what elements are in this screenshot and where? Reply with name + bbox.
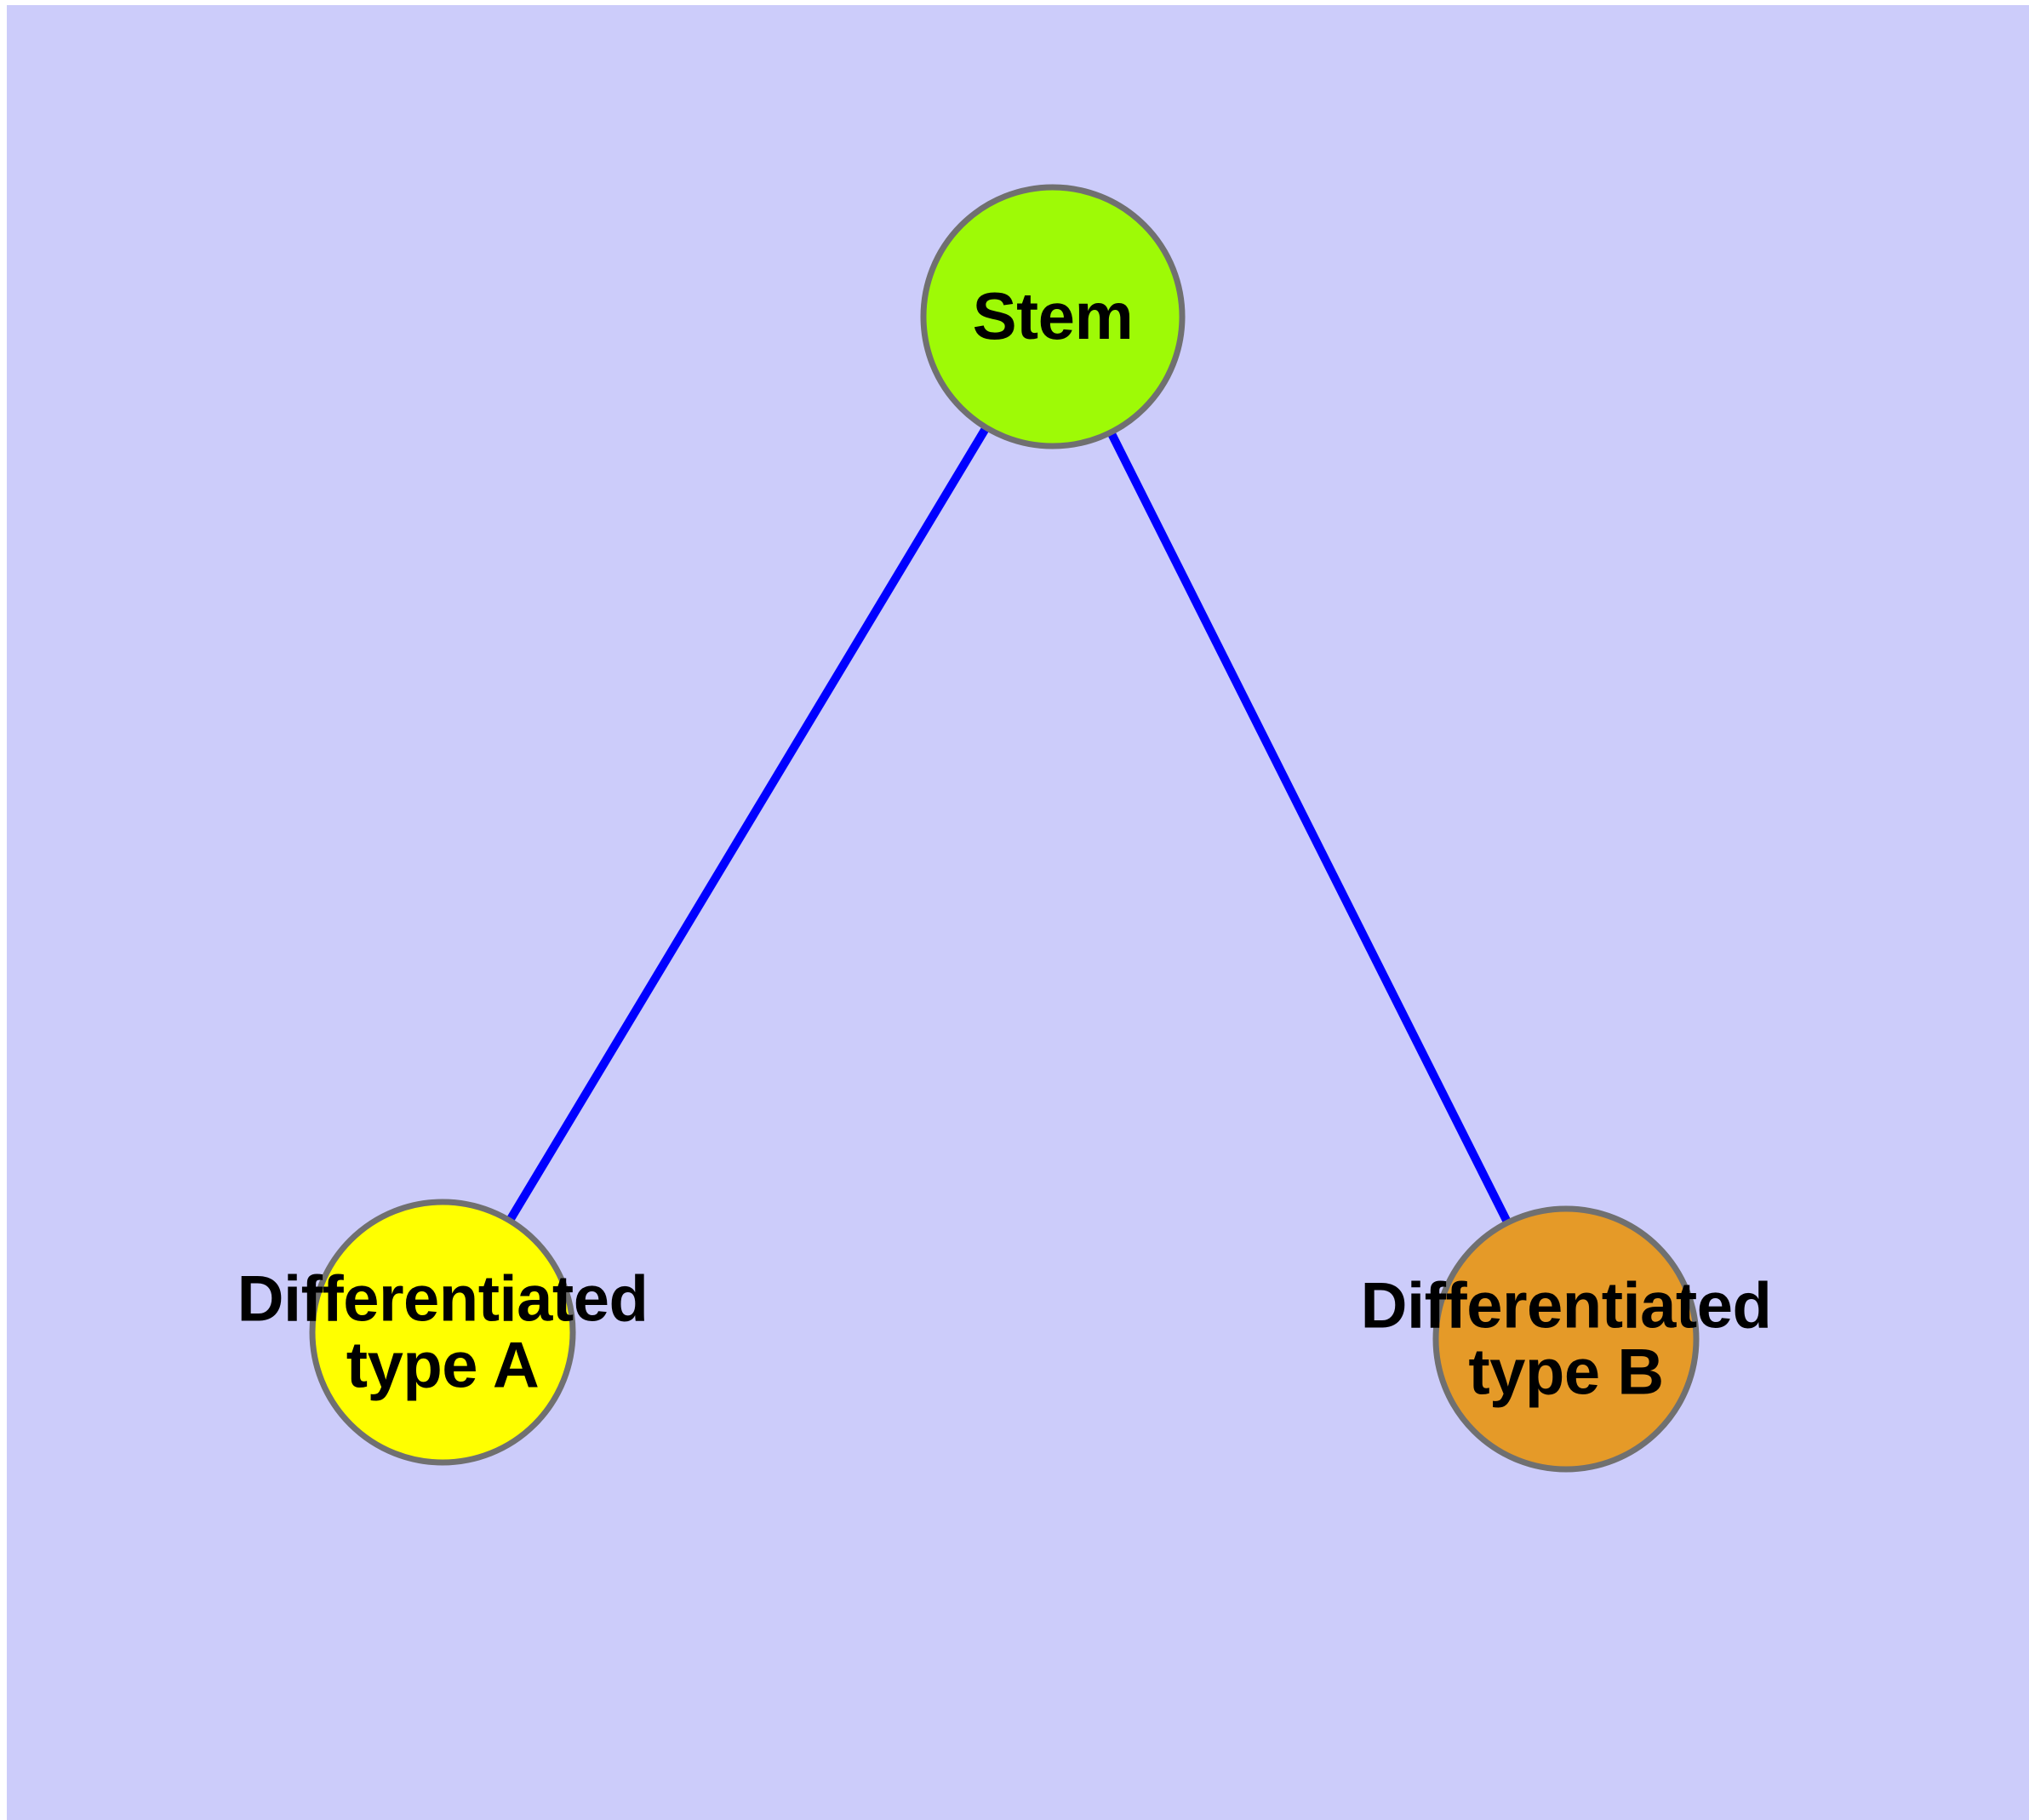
node-circle-stem[interactable] xyxy=(920,184,1186,449)
edge-stem-to-differentiated-type-a[interactable] xyxy=(505,423,992,1225)
node-circle-differentiated-type-a[interactable] xyxy=(309,1199,576,1466)
edge-stem-to-differentiated-type-b[interactable] xyxy=(1106,428,1512,1227)
node-layer xyxy=(309,184,1700,1473)
node-circle-differentiated-type-b[interactable] xyxy=(1432,1205,1700,1473)
edge-layer xyxy=(505,423,1512,1227)
